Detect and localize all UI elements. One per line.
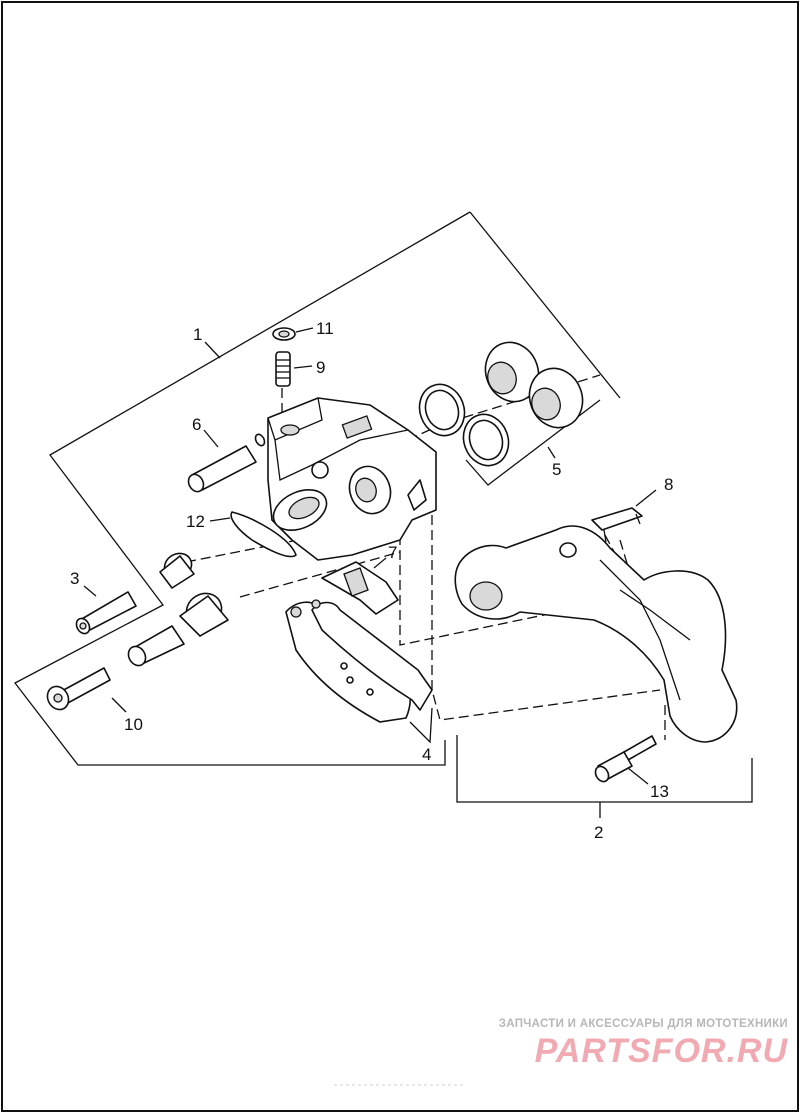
callout-1: 1 [193, 325, 202, 344]
caliper-housing-part-1 [267, 397, 437, 561]
leader-6 [203, 429, 219, 448]
callout-7: 7 [388, 543, 397, 562]
gasket-part-12 [230, 511, 297, 558]
pad-bracket [409, 707, 433, 744]
bleeder-cap-part-11 [272, 327, 296, 341]
pistons-and-seals-part-5 [418, 341, 584, 467]
callout-9: 9 [316, 358, 325, 377]
callout-10: 10 [124, 715, 143, 734]
caliper-bracket-part-2 [454, 525, 738, 743]
brake-pads-part-4 [285, 599, 433, 723]
leader-13 [627, 767, 649, 785]
guide-pin-part-3 [75, 552, 195, 635]
mounting-bolt-part-10 [46, 592, 229, 711]
retaining-clip-part-8 [591, 507, 643, 543]
watermark-brand: PARTSFOR.RU [534, 1032, 788, 1070]
alignment-dash-4 [431, 470, 661, 721]
leader-9 [293, 365, 313, 369]
leader-7 [373, 557, 387, 569]
assembly-1-bracket [469, 211, 621, 399]
callout-6: 6 [192, 415, 201, 434]
callout-11: 11 [316, 319, 334, 338]
leader-5 [547, 446, 556, 459]
bracket-pin-part-13 [594, 735, 657, 783]
callout-5: 5 [552, 460, 561, 479]
callout-8: 8 [664, 475, 673, 494]
watermark-tagline: ЗАПЧАСТИ И АКСЕССУАРЫ ДЛЯ МОТОТЕХНИКИ [498, 1018, 788, 1030]
assembly-1-bracket-left [14, 211, 471, 766]
callout-13: 13 [650, 782, 669, 801]
callout-2: 2 [594, 823, 603, 842]
watermark: ЗАПЧАСТИ И АКСЕССУАРЫ ДЛЯ МОТОТЕХНИКИ PA… [468, 1018, 788, 1071]
piston-group-bracket [465, 399, 601, 486]
bleeder-valve-part-9 [275, 351, 291, 387]
leader-3 [83, 585, 97, 597]
assembly-2-bracket [456, 735, 753, 803]
callout-3: 3 [70, 569, 79, 588]
alignment-dash-2 [239, 551, 401, 598]
slide-pin-part-6 [187, 433, 266, 493]
callout-4: 4 [422, 745, 431, 764]
leader-1 [204, 341, 221, 359]
pad-spring-part-7 [321, 561, 399, 615]
leader-10 [111, 697, 127, 713]
leader-12 [209, 517, 231, 522]
leader-8 [635, 489, 657, 507]
callout-12: 12 [186, 512, 205, 531]
leader-11 [295, 327, 314, 333]
